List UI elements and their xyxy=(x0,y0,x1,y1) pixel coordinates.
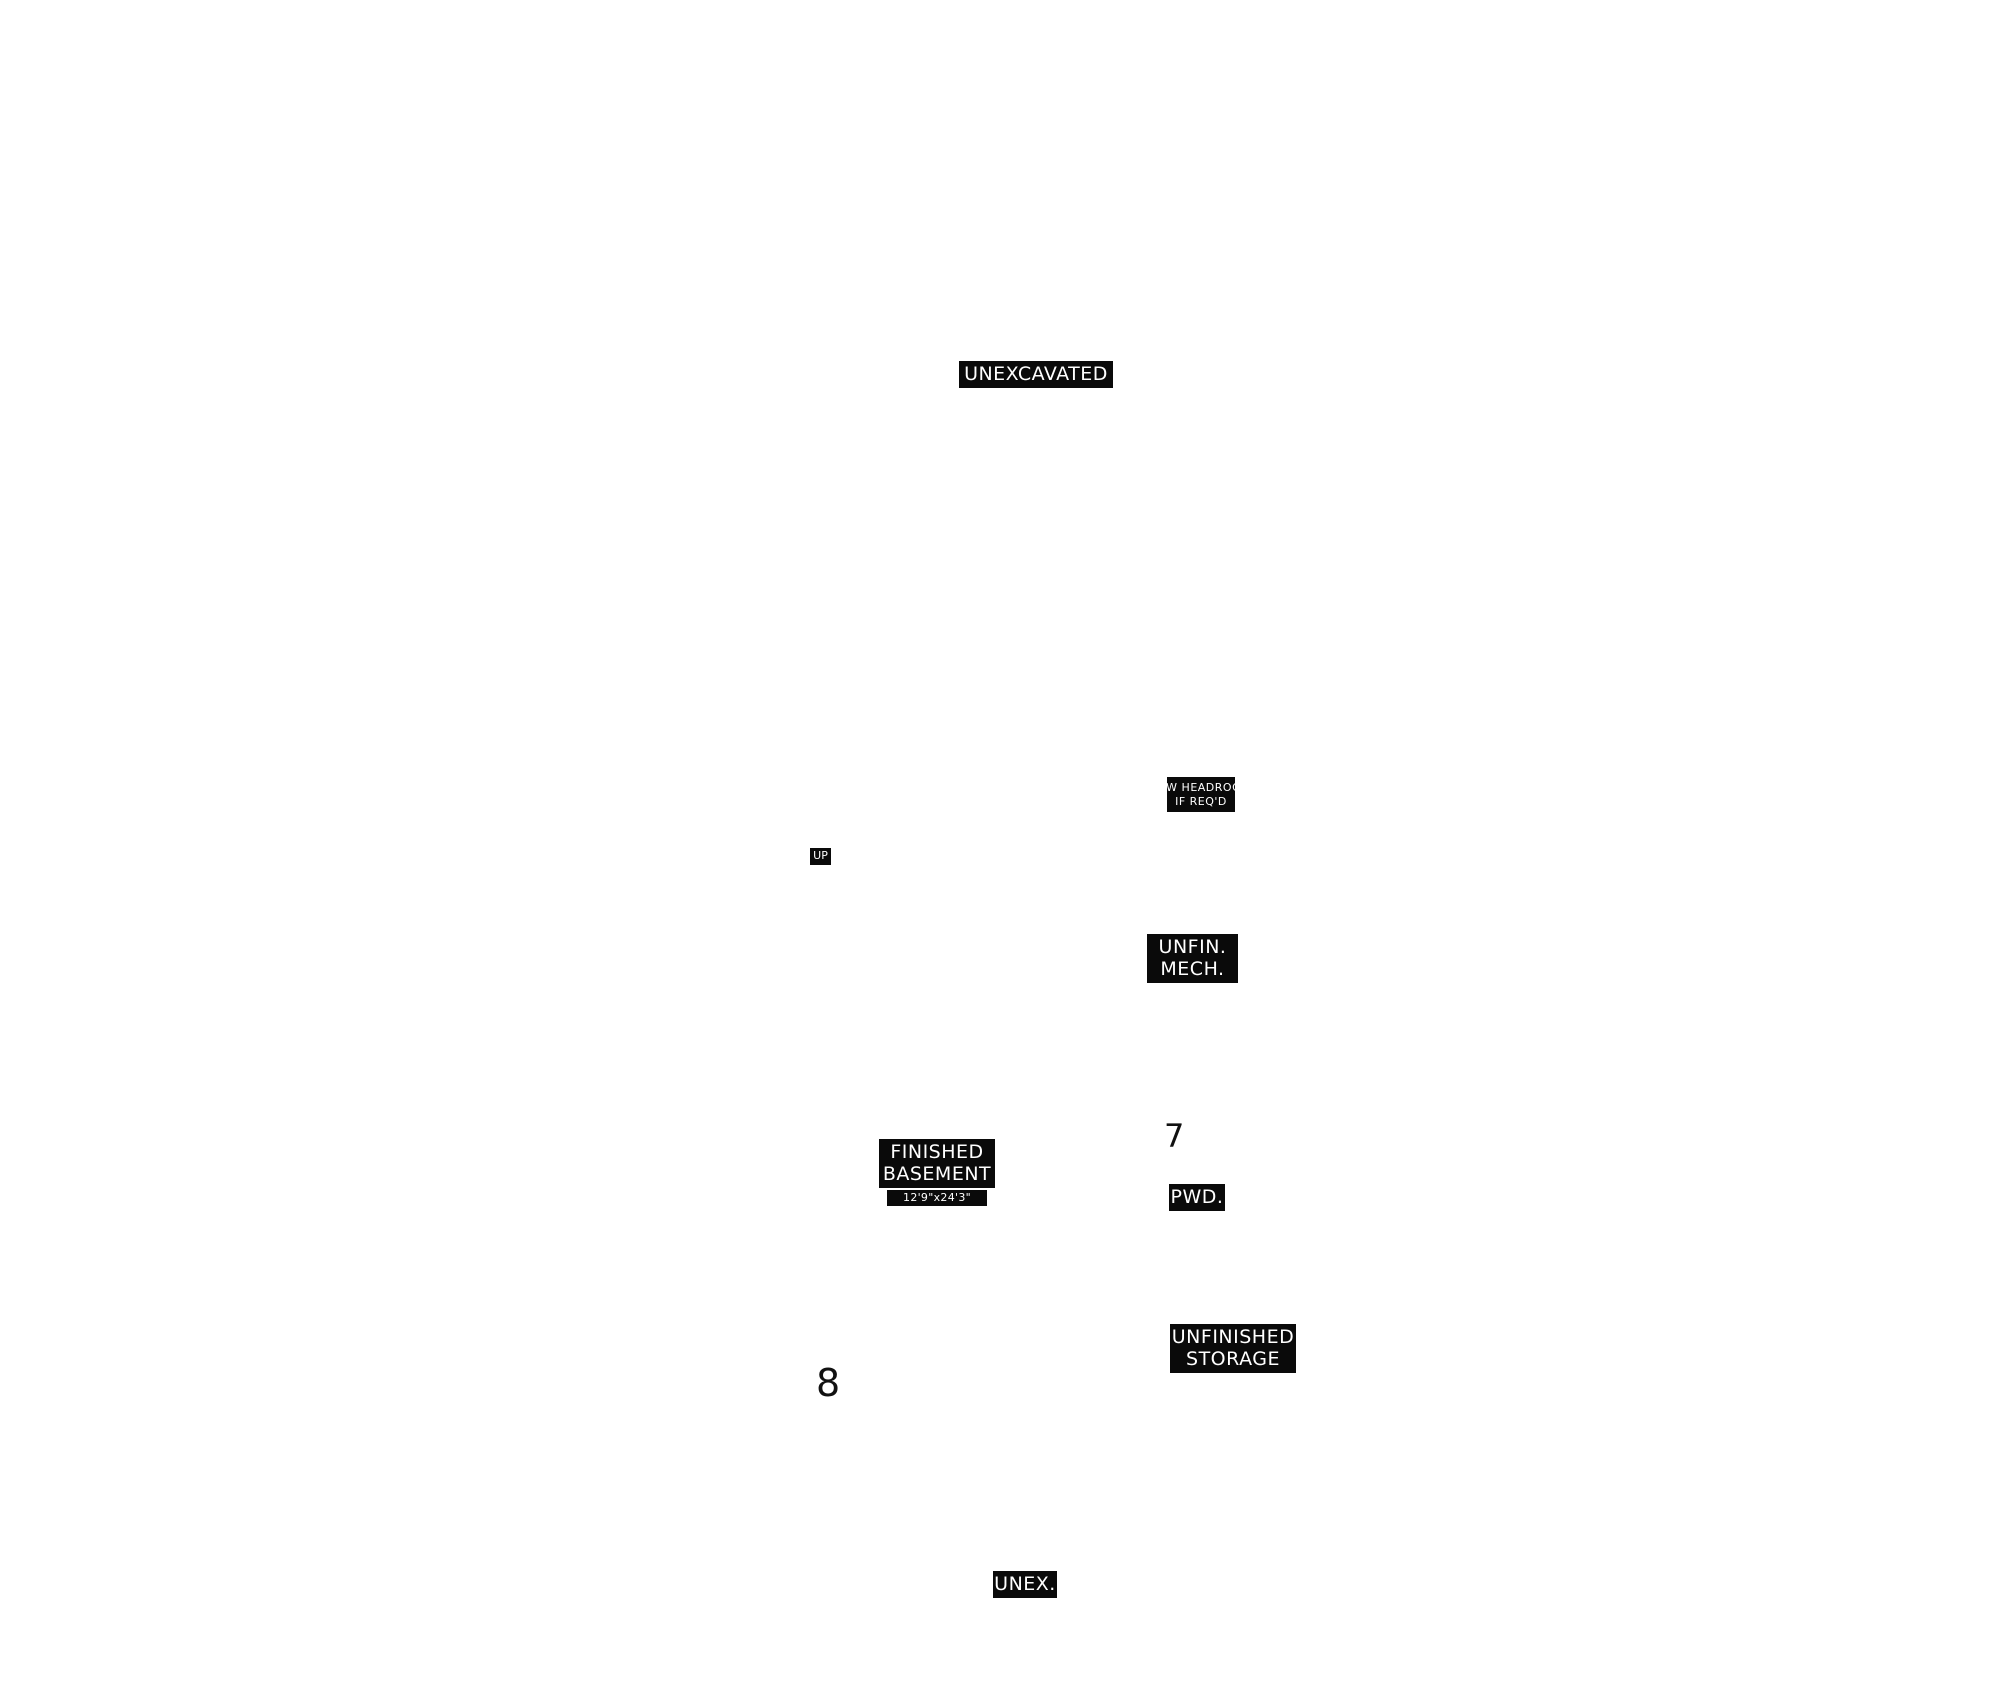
room-label-unfinished-storage: UNFINISHED STORAGE xyxy=(1170,1324,1296,1373)
stairs-up-text: UP xyxy=(813,849,828,863)
marker-number-8: 8 xyxy=(816,1361,841,1405)
room-label-unexcavated: UNEXCAVATED xyxy=(959,361,1113,388)
room-label-unfin-mech-line1: UNFIN. xyxy=(1158,935,1227,958)
room-label-finished-basement: FINISHED BASEMENT xyxy=(879,1139,995,1188)
marker-number-7: 7 xyxy=(1164,1117,1185,1155)
room-label-low-headroom: LOW HEADROOM IF REQ'D xyxy=(1167,777,1235,812)
room-label-finished-basement-line1: FINISHED xyxy=(890,1140,984,1163)
room-label-unfin-mech-line2: MECH. xyxy=(1160,957,1225,980)
room-label-low-headroom-line1: LOW HEADROOM xyxy=(1167,780,1235,794)
room-label-unfinished-mechanical: UNFIN. MECH. xyxy=(1147,934,1238,983)
stairs-up-label: UP xyxy=(810,848,831,865)
room-label-unex: UNEX. xyxy=(993,1571,1057,1598)
room-label-unfin-storage-line2: STORAGE xyxy=(1186,1347,1280,1370)
room-label-low-headroom-line2: IF REQ'D xyxy=(1175,794,1227,808)
room-label-finished-basement-line2: BASEMENT xyxy=(882,1162,992,1185)
room-label-unfin-storage-line1: UNFINISHED xyxy=(1171,1325,1295,1348)
room-label-unex-text: UNEX. xyxy=(994,1572,1056,1595)
room-label-powder-room: PWD. xyxy=(1169,1184,1225,1211)
room-dimensions-finished-basement: 12'9"x24'3" xyxy=(887,1190,987,1206)
room-label-powder-room-text: PWD. xyxy=(1170,1185,1224,1208)
room-dimensions-text: 12'9"x24'3" xyxy=(903,1190,971,1204)
room-label-unexcavated-text: UNEXCAVATED xyxy=(964,362,1108,385)
